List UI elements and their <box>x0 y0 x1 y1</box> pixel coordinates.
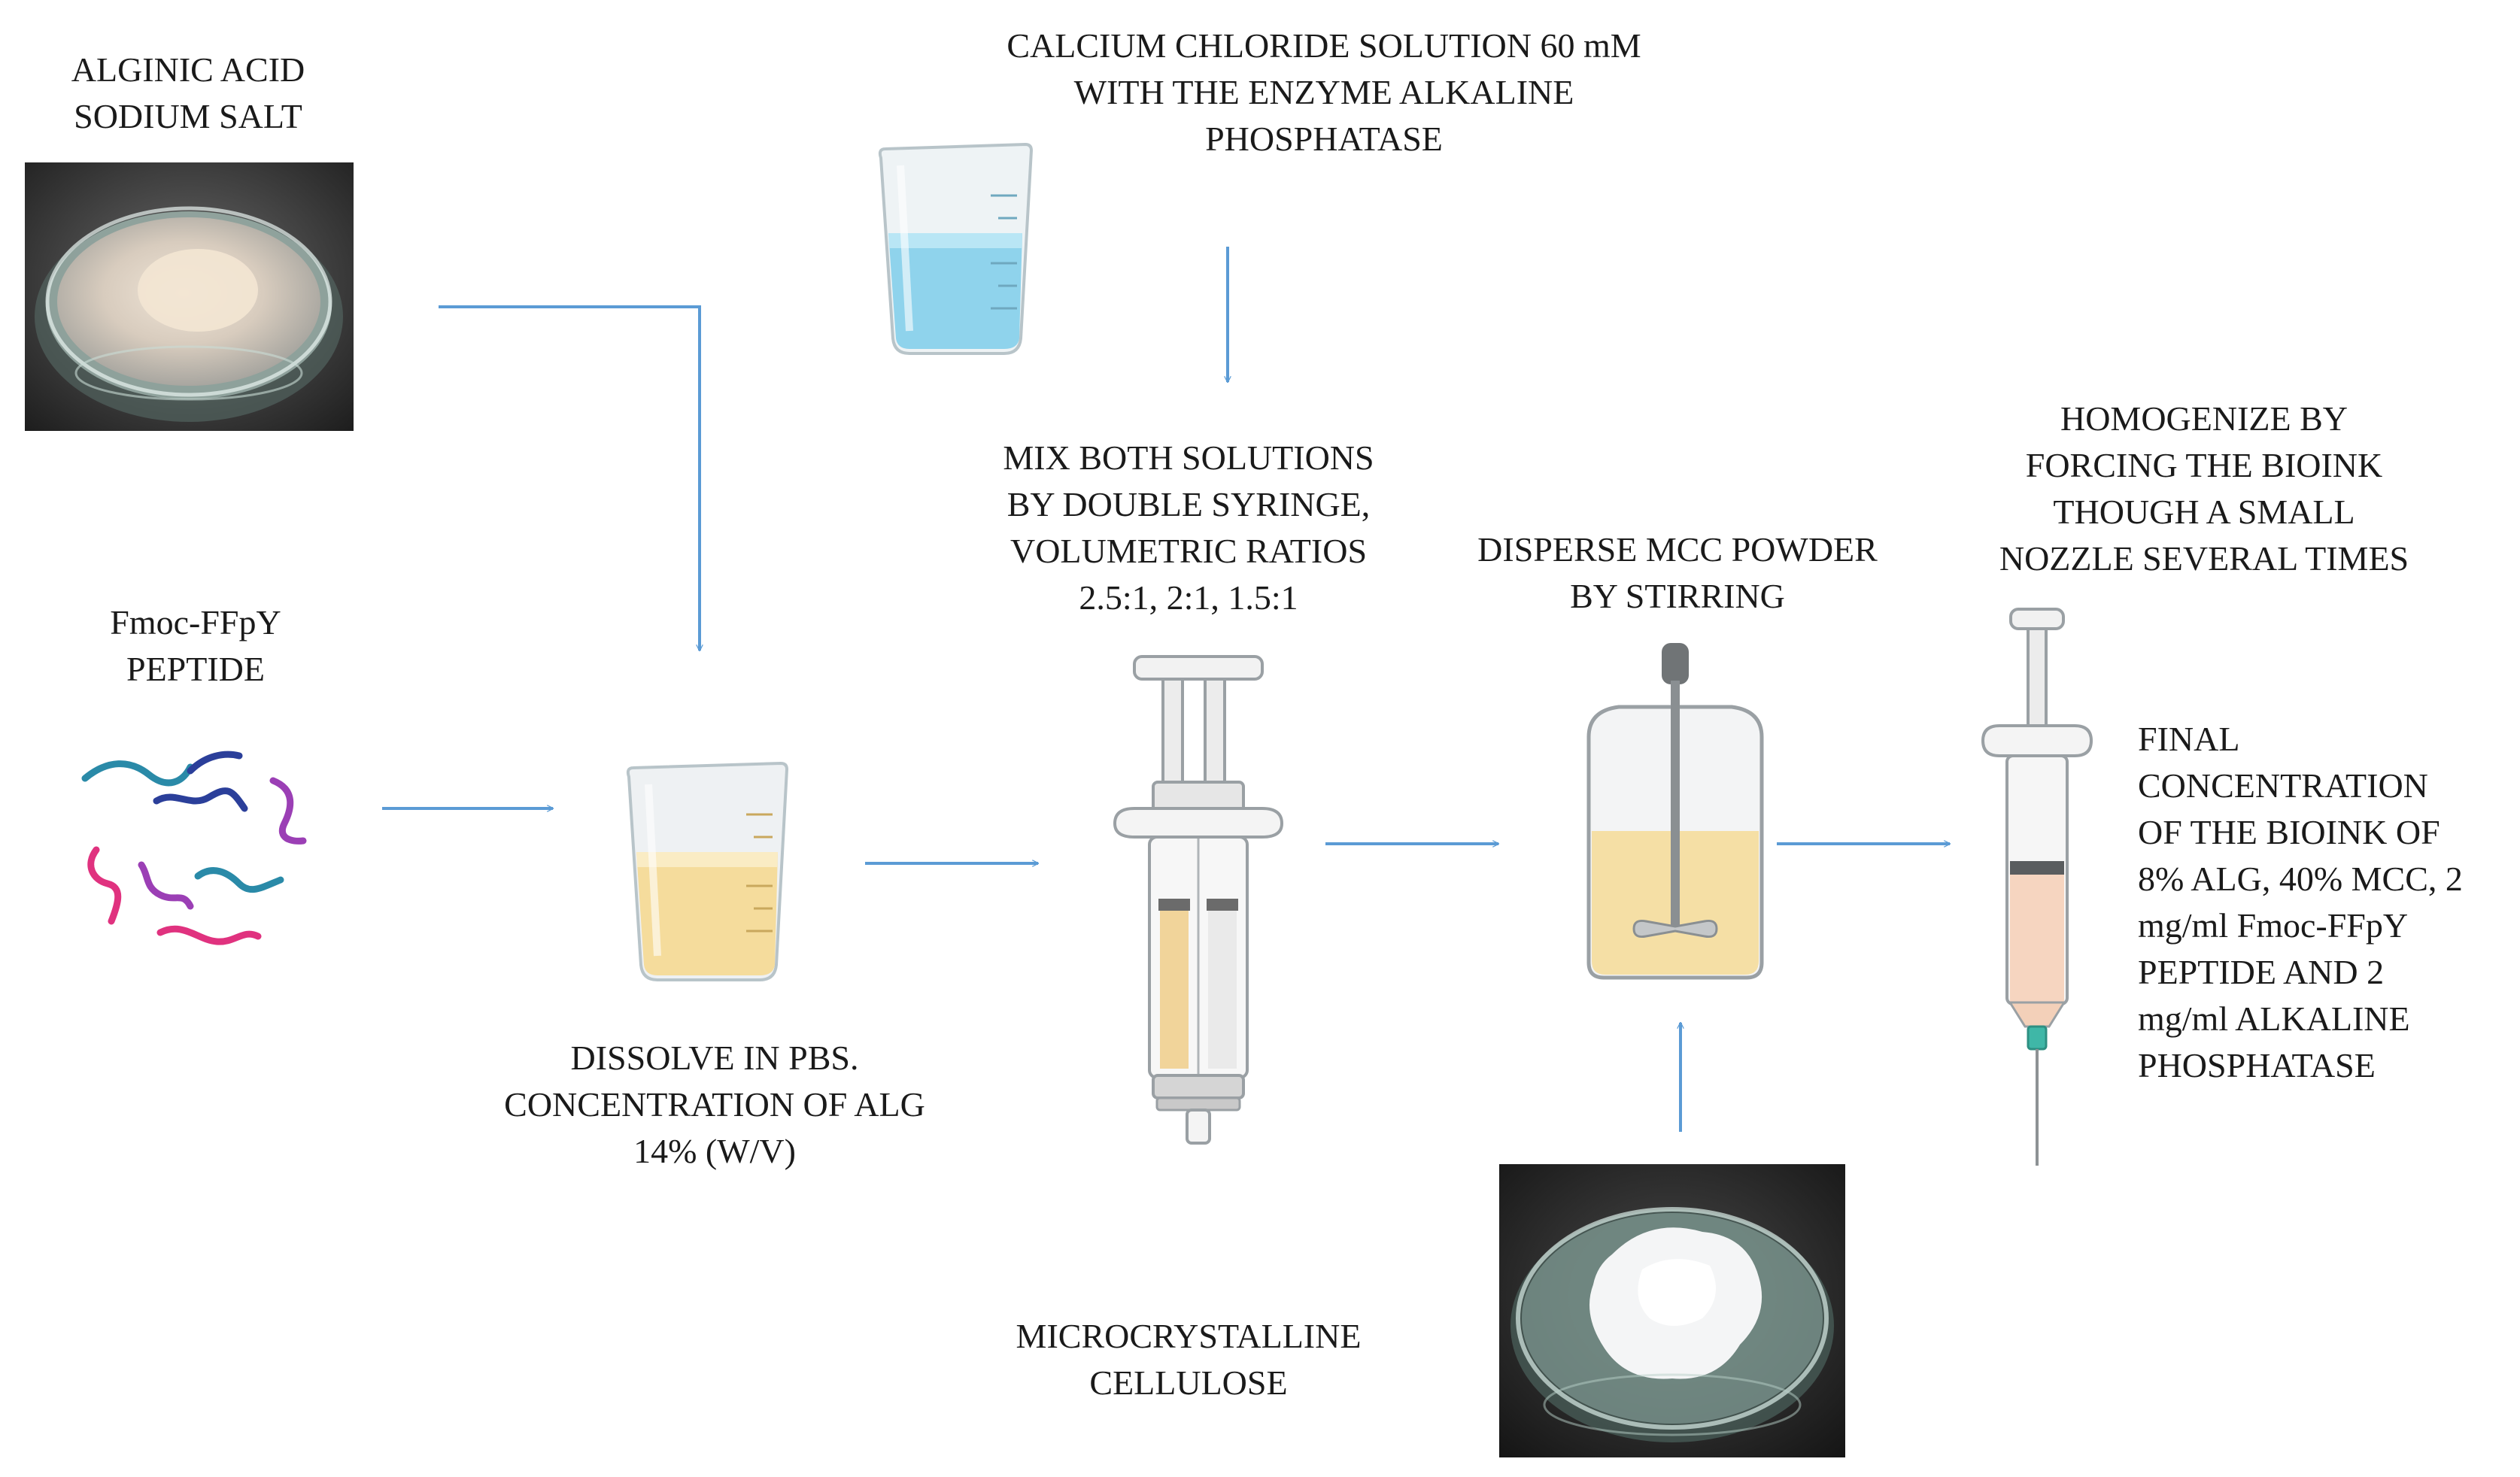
label-mix-double-syringe: MIX BOTH SOLUTIONS BY DOUBLE SYRINGE, VO… <box>1003 438 1374 617</box>
label-alginic-acid-sodium-salt: ALGINIC ACID SODIUM SALT <box>71 50 305 135</box>
label-disperse-mcc: DISPERSE MCC POWDER BY STIRRING <box>1477 530 1878 615</box>
label-calcium-chloride-solution: CALCIUM CHLORIDE SOLUTION 60 mM WITH THE… <box>1006 26 1641 158</box>
label-microcrystalline-cellulose: MICROCRYSTALLINE CELLULOSE <box>1016 1317 1362 1402</box>
double-syringe-icon <box>1113 655 1284 1145</box>
label-fmoc-peptide: Fmoc-FFpY PEPTIDE <box>110 603 281 688</box>
alginate-powder-photo <box>25 162 354 431</box>
beaker-blue-icon <box>878 142 1034 355</box>
nozzle-syringe-icon <box>1981 608 2093 1166</box>
label-homogenize: HOMOGENIZE BY FORCING THE BIOINK THOUGH … <box>1999 399 2409 578</box>
stirred-vessel-icon <box>1586 643 1764 980</box>
label-final-concentration: FINAL CONCENTRATION OF THE BIOINK OF 8% … <box>2138 720 2463 1084</box>
arrow-alginate-to-beaker <box>439 305 700 651</box>
mcc-powder-photo <box>1499 1164 1845 1457</box>
label-dissolve-in-pbs: DISSOLVE IN PBS. CONCENTRATION OF ALG 14… <box>504 1039 925 1170</box>
beaker-yellow-icon <box>626 761 789 981</box>
peptide-strands-icon <box>81 751 307 945</box>
